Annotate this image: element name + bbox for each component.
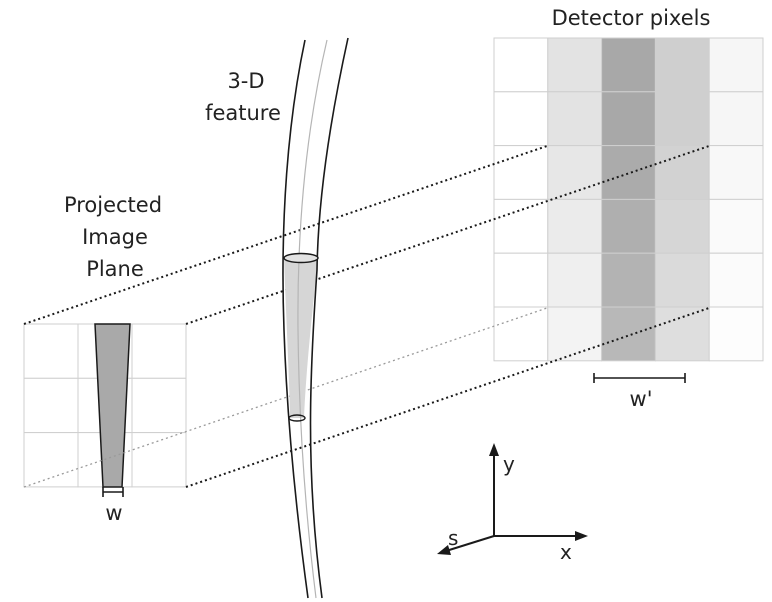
detector-pixel-cell [493,91,549,147]
detector-pixel-grid [493,37,764,362]
image-plane-cell [131,323,187,379]
y-axis-arrow-icon [489,443,499,456]
projection-line-top-left [23,145,548,325]
detector-pixel-cell [708,198,764,254]
projection-line-bottom-left-hidden [23,307,548,488]
detector-pixel-cell [493,252,549,308]
width-label-w: w [105,501,122,525]
tube-right-outer-edge [309,37,349,599]
detector-pixel-cell [547,252,603,308]
detector-pixel-cell [493,37,549,93]
tube-inner-centerline [297,39,328,599]
image-plane-cell [23,323,79,379]
detector-pixel-cell [547,198,603,254]
detector-pixel-cell [601,198,656,254]
detector-pixel-cell [547,306,603,362]
tube-bottom-cross-section [288,414,306,422]
axis-label-y: y [503,452,515,476]
detector-pixel-cell [654,306,710,362]
feature-label-line2: feature [205,101,281,125]
image-plane-cell [131,377,187,434]
projection-lines [23,145,710,488]
plane-label-line2: Image [82,225,148,249]
detector-pixel-cell [493,306,549,362]
detector-pixel-cell [493,198,549,254]
detector-pixel-cell [547,37,603,93]
detector-pixel-cell [708,91,764,147]
x-axis-arrow-icon [575,531,588,541]
plane-label-line1: Projected [64,193,162,217]
detector-pixel-cell [601,145,656,200]
detector-pixel-cell [547,145,603,200]
detector-pixel-cell [654,145,710,200]
tube-top-cross-section [283,252,319,264]
image-plane-cell [23,432,79,488]
s-axis-line [445,535,495,552]
detector-pixels-label: Detector pixels [552,6,711,30]
detector-pixel-cell [654,198,710,254]
3d-feature-tube [282,37,349,599]
axis-label-s: s [448,526,458,550]
projection-line-top-right [185,145,710,325]
plane-label-line3: Plane [86,257,144,281]
projected-feature-shape [94,323,131,488]
s-axis-arrow-icon [437,545,451,555]
detector-pixel-cell [708,37,764,93]
detector-pixel-cell [601,91,656,147]
image-plane-cell [23,377,79,434]
detector-pixel-cell [708,306,764,362]
detector-pixel-cell [601,37,656,93]
axis-label-x: x [560,540,572,564]
detector-pixel-cell [493,145,549,200]
coordinate-axes [437,443,588,555]
detector-pixel-cell [708,145,764,200]
width-label-w-prime: w' [630,387,653,411]
width-marker-w [102,487,124,497]
detector-pixel-cell [708,252,764,308]
tube-highlight-section [284,258,318,418]
detector-pixel-cell [654,37,710,93]
image-plane-cell [131,432,187,488]
detector-pixel-cell [654,91,710,147]
width-marker-w-prime [593,373,686,383]
feature-label-line1: 3-D [227,69,264,93]
detector-pixel-cell [601,252,656,308]
detector-pixel-cell [601,306,656,362]
detector-pixel-cell [547,91,603,147]
projection-line-bottom-right [185,307,710,488]
tube-left-outer-edge [282,39,309,599]
detector-pixel-cell [654,252,710,308]
